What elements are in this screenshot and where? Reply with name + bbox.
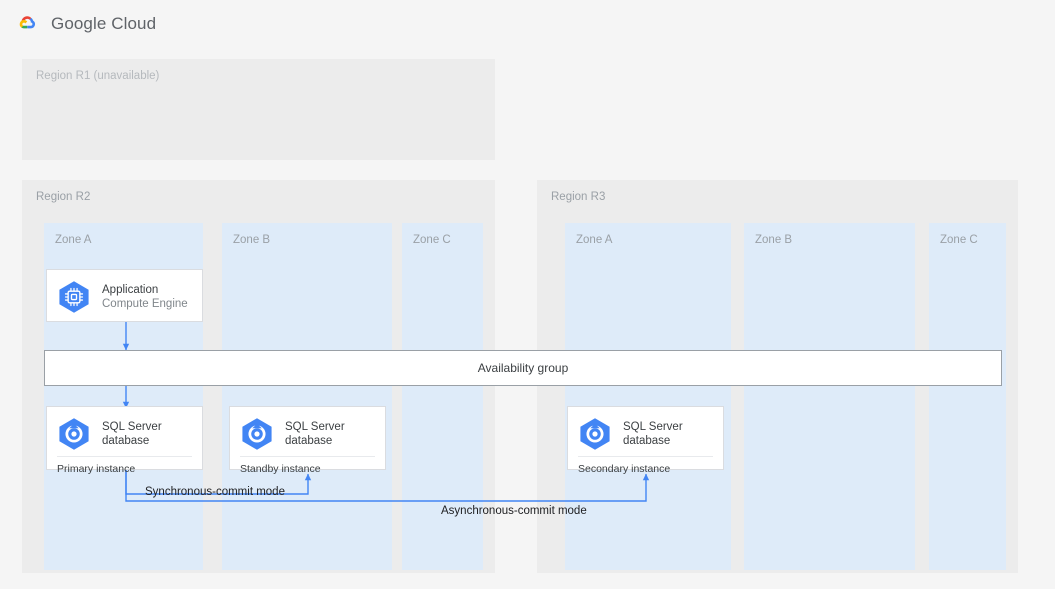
- availability-group-bar[interactable]: Availability group: [44, 350, 1002, 386]
- sql-server-database-icon: [580, 418, 610, 450]
- sql-server-database-icon: [59, 418, 89, 450]
- page-header: Google Cloud: [0, 0, 1055, 47]
- availability-group-label: Availability group: [477, 361, 569, 375]
- card-primary-database-text: SQL Server database: [102, 420, 162, 449]
- synchronous-commit-label: Synchronous-commit mode: [145, 486, 285, 498]
- card-secondary-database-footer: Secondary instance: [578, 456, 713, 482]
- card-secondary-database-title: SQL Server database: [623, 420, 683, 447]
- card-secondary-database-text: SQL Server database: [623, 420, 683, 449]
- card-application-title: Application: [102, 283, 159, 296]
- region-r1-label: Region R1 (unavailable): [36, 70, 160, 82]
- zone-r3-b: Zone B: [744, 223, 915, 570]
- card-secondary-database[interactable]: SQL Server database Secondary instance: [567, 406, 724, 475]
- region-r2-label: Region R2: [36, 191, 91, 203]
- card-primary-database-title: SQL Server database: [102, 420, 162, 447]
- zone-r2-a-label: Zone A: [55, 234, 92, 246]
- zone-r3-b-label: Zone B: [755, 234, 793, 246]
- asynchronous-commit-label: Asynchronous-commit mode: [441, 505, 587, 517]
- region-r1: Region R1 (unavailable): [22, 59, 495, 160]
- zone-r3-a: Zone A: [565, 223, 731, 570]
- zone-r2-c: Zone C: [402, 223, 483, 570]
- card-application-body: Application Compute Engine: [47, 270, 202, 324]
- region-r3-label: Region R3: [551, 191, 606, 203]
- zone-r2-b: Zone B: [222, 223, 392, 570]
- card-secondary-database-body: SQL Server database: [568, 407, 723, 456]
- card-standby-database-text: SQL Server database: [285, 420, 345, 449]
- card-application-text: Application Compute Engine: [102, 283, 188, 312]
- compute-engine-icon: [59, 281, 89, 313]
- card-standby-database-footer: Standby instance: [240, 456, 375, 482]
- sql-server-database-icon: [242, 418, 272, 450]
- card-primary-database-body: SQL Server database: [47, 407, 202, 456]
- card-standby-database[interactable]: SQL Server database Standby instance: [229, 406, 386, 475]
- card-primary-database-footer: Primary instance: [57, 456, 192, 482]
- zone-r3-c-label: Zone C: [940, 234, 978, 246]
- card-application-subtitle: Compute Engine: [102, 298, 188, 310]
- zone-r2-c-label: Zone C: [413, 234, 451, 246]
- card-application[interactable]: Application Compute Engine: [46, 269, 203, 322]
- zone-r2-b-label: Zone B: [233, 234, 271, 246]
- google-cloud-logo-icon: [19, 15, 36, 28]
- card-standby-database-body: SQL Server database: [230, 407, 385, 456]
- card-primary-database[interactable]: SQL Server database Primary instance: [46, 406, 203, 475]
- brand-title: Google Cloud: [51, 13, 157, 33]
- zone-r3-a-label: Zone A: [576, 234, 613, 246]
- card-standby-database-title: SQL Server database: [285, 420, 345, 447]
- zone-r3-c: Zone C: [929, 223, 1006, 570]
